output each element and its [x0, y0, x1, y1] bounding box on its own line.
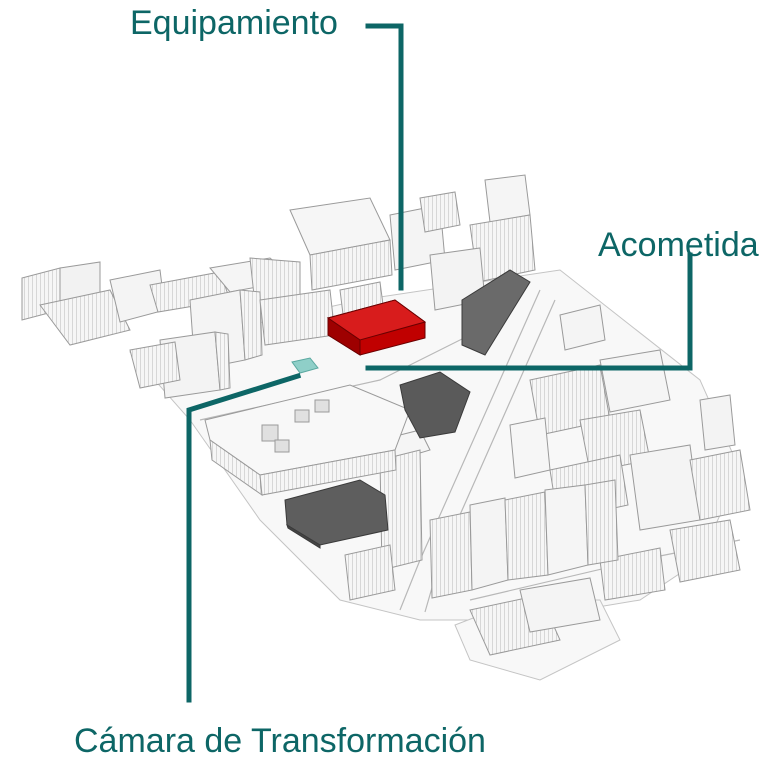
leader-acometida	[365, 252, 693, 371]
building-cluster-top	[289, 174, 536, 331]
leader-lines	[186, 23, 693, 703]
building-cluster-left	[21, 257, 336, 399]
label-camara-transformacion: Cámara de Transformación	[74, 722, 486, 760]
building-cluster-south	[344, 429, 619, 656]
leader-camara	[186, 372, 302, 703]
label-acometida: Acometida	[598, 226, 759, 264]
transformer-chamber	[291, 357, 319, 374]
central-block	[204, 384, 411, 497]
dark-buildings	[284, 269, 531, 549]
equipment-building	[326, 299, 427, 356]
label-equipamiento: Equipamiento	[130, 4, 338, 42]
leader-equipamiento	[365, 23, 404, 291]
